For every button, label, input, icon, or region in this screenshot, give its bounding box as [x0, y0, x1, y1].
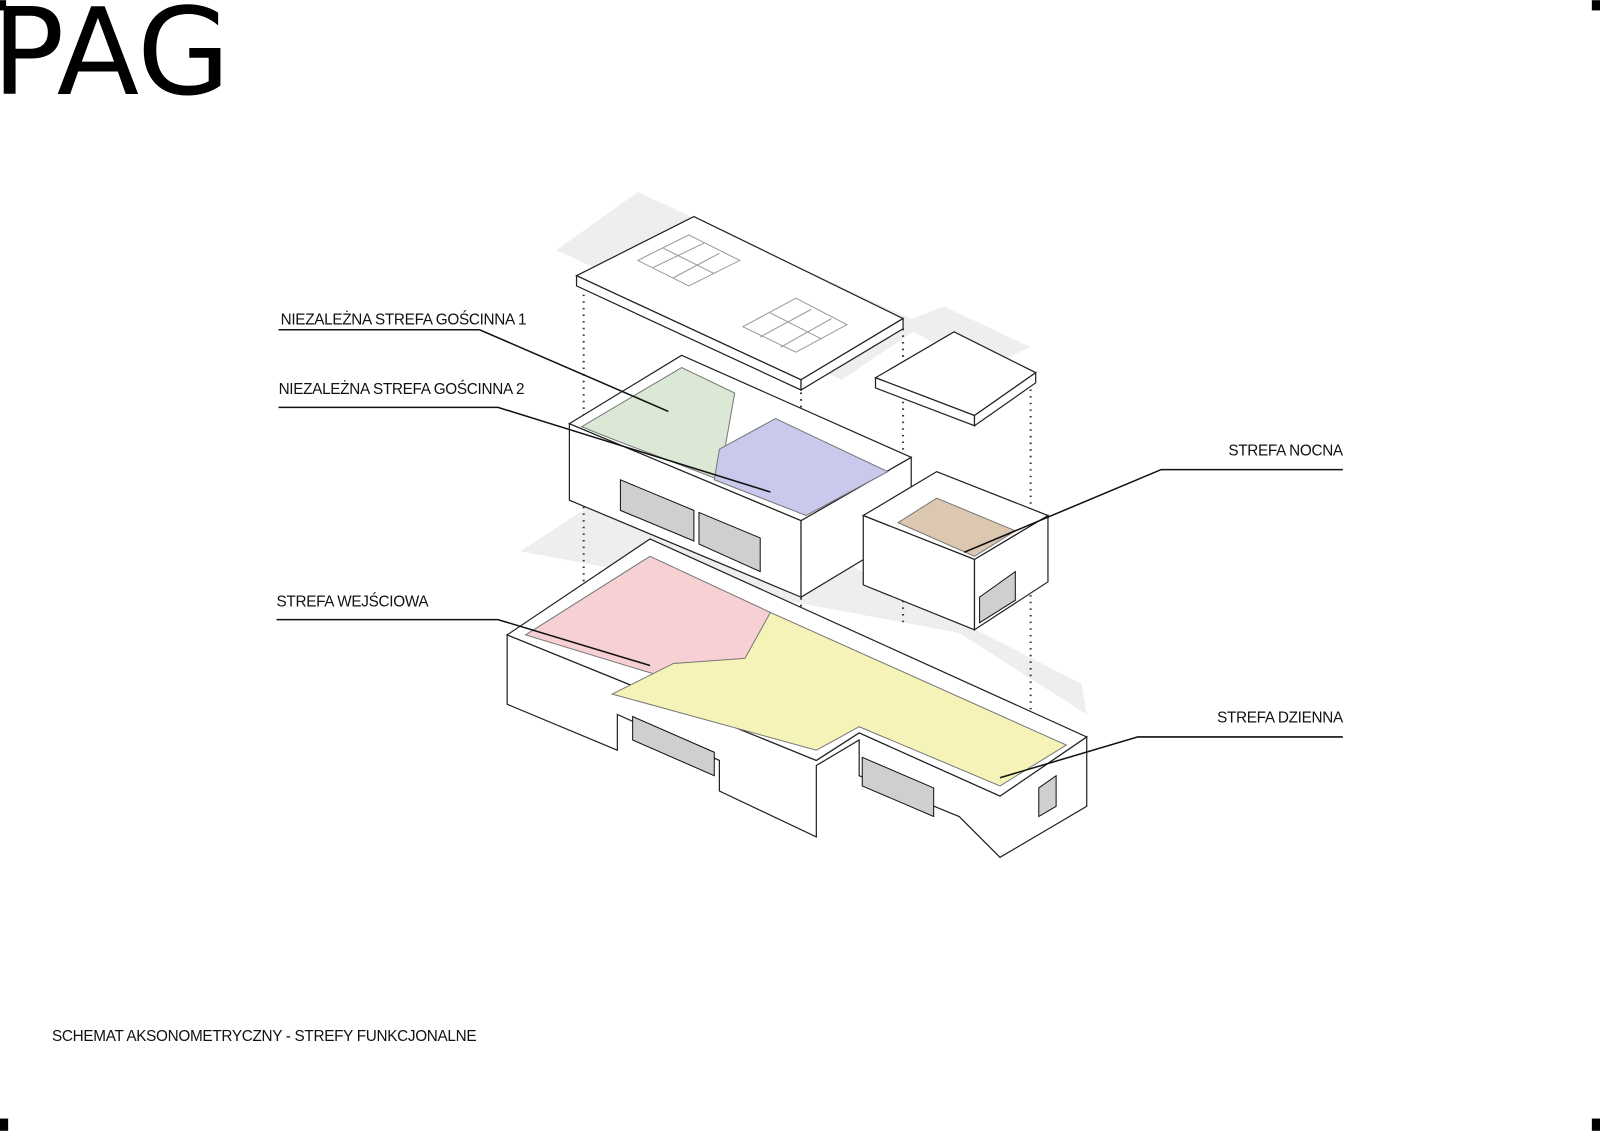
label-day-zone: STREFA DZIENNA: [1217, 710, 1344, 727]
caption: SCHEMAT AKSONOMETRYCZNY - STREFY FUNKCJO…: [52, 1028, 476, 1045]
night-block: [861, 470, 1050, 631]
ground-floor-block: [505, 538, 1088, 859]
label-guest-zone-1: NIEZALEŻNA STREFA GOŚCINNA 1: [281, 311, 527, 329]
label-entrance-zone: STREFA WEJŚCIOWA: [277, 592, 430, 610]
leader-lines: [276, 329, 1343, 779]
roof-slab: [575, 215, 905, 392]
solar-panels: [636, 234, 849, 353]
label-night-zone: STREFA NOCNA: [1228, 442, 1344, 459]
small-roof-slab: [874, 331, 1037, 427]
upper-floor-block: [568, 354, 913, 599]
logo: PAG: [0, 0, 230, 123]
label-guest-zone-2: NIEZALEŻNA STREFA GOŚCINNA 2: [279, 380, 525, 398]
